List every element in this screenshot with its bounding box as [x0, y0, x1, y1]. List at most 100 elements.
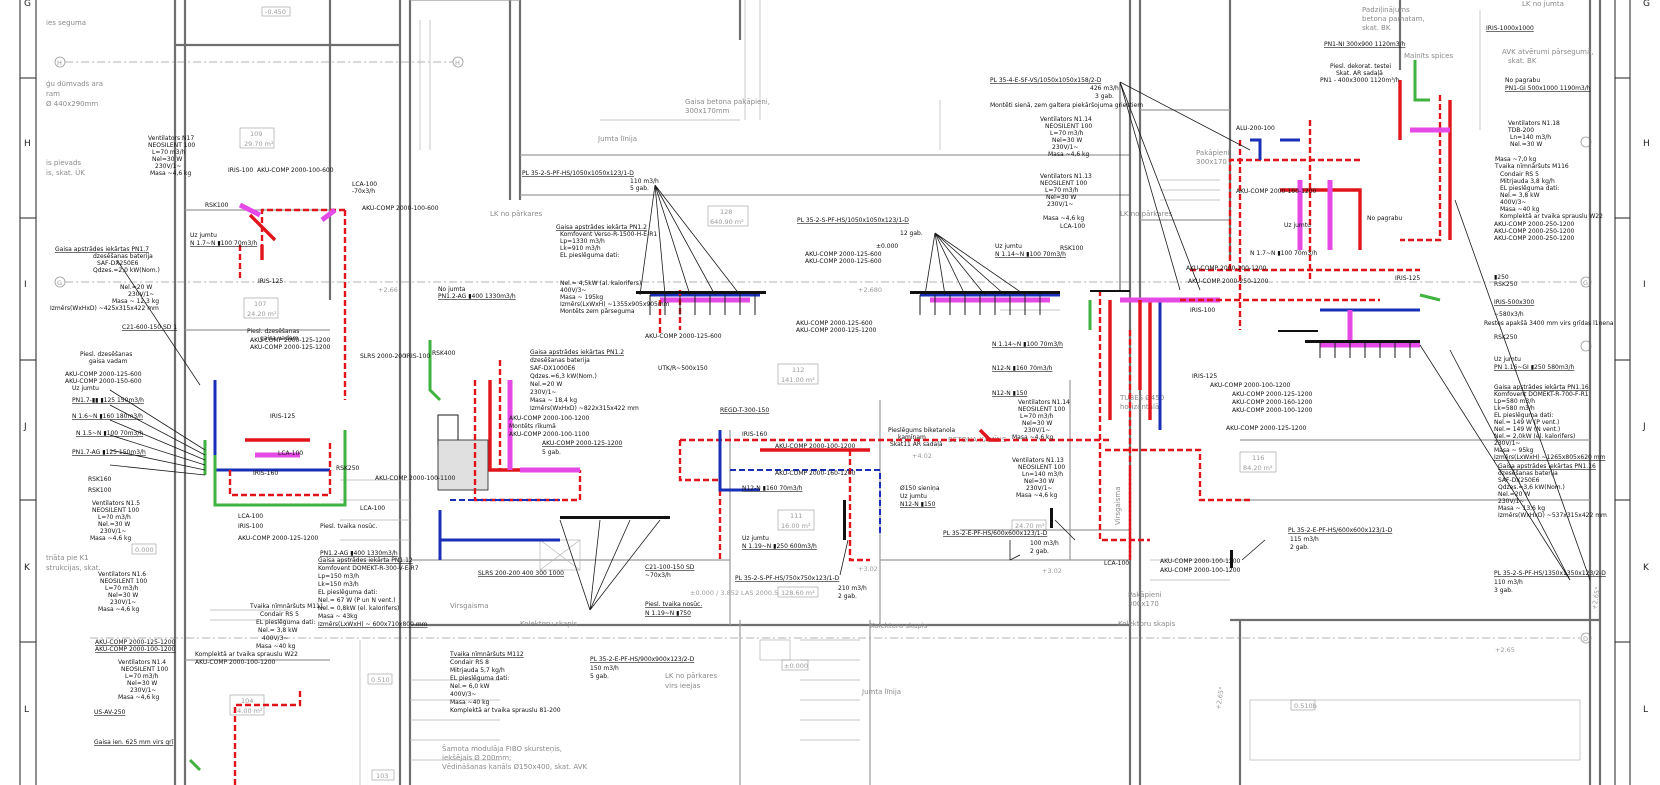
label-n17: N 1.7~N ▮100 70m3/h [190, 240, 257, 247]
label-rsk250-3: RSK250 [1494, 334, 1518, 341]
label-montets: Montēts zem pārseguma [560, 308, 635, 315]
label-pl35-right-g: 3 gab. [1494, 587, 1513, 594]
note-tubes: TUBES Ø450 [1119, 394, 1164, 402]
label-iris100-3: IRIS-100 [238, 523, 263, 530]
grid-row-labels: G H I J K L G H I J K L [20, 0, 1650, 715]
label-230v: 230V/1~ [155, 163, 181, 170]
label-nel45: Nel.= 4,5kW (al. kalorifers) [560, 280, 641, 287]
room-109-number: 109 [250, 130, 262, 138]
label-gaisa-pn116: Gaisa apstrādes iekārta PN1.16 [1494, 384, 1589, 391]
label-n12n: N12-N ▮150 [900, 501, 936, 508]
label-izmers6: Izmērs(LxWxH) ~ 600x710x800 mm [318, 621, 428, 628]
label-tdb: TDB-200 [1507, 127, 1534, 134]
label-uz-jumtu-2: Uz jumtu [72, 385, 99, 392]
label-masa40b: Masa ~40 kg [1500, 206, 1540, 213]
room-104-area: 24.00 m² [233, 707, 263, 715]
label-l180: L=70 m3/h [105, 585, 139, 592]
label-akucomp-160-1200-r: AKU-COMP 2000-160-1200 [1232, 399, 1313, 406]
note-samota-2: iekšējais Ø 200mm; [442, 754, 511, 762]
note-lk-parkares-3: LK no pārkares [665, 672, 718, 680]
label-piesl-tvaika: Piesl. tvaika nosūc. [320, 523, 377, 530]
note-avk: AVK atvērumi pārsegumā, [1502, 48, 1594, 56]
label-uz-jumtu-3: Uz jumtu [900, 493, 927, 500]
level-0510-left: 0.510 [371, 676, 390, 684]
label-masa46-8: Masa ~4,6 kg [1016, 492, 1058, 499]
label-n15n: N 1.5~N ▮100 70m3/h [76, 430, 143, 437]
label-lk580: Lk=580 m3/h [1494, 405, 1535, 412]
label-70x3h: ~70x3/h [645, 572, 671, 579]
label-dzes-bat: dzesēšanas baterija [530, 357, 590, 364]
label-utk: UTK/R~500x150 [658, 365, 708, 372]
note-left-4: is pievads [46, 159, 81, 167]
level-265: +2.65 [1495, 646, 1515, 654]
label-pl35-mid-v: ±0.000 [876, 243, 898, 250]
label-izmers3: Izmērs(WxHxD) ~822x315x422 mm [530, 405, 639, 412]
note-samota: Šamota modulāja FIBO skursteņis, [442, 744, 562, 754]
level-265b: +2.65° [1214, 686, 1226, 710]
label-qdzes36: Qdzes.=3,6 kW(Nom.) [1498, 484, 1565, 491]
room-111-number: 111 [790, 512, 802, 520]
label-masa46-6: Masa ~4,6 kg [118, 694, 160, 701]
label-c21-600: C21-600-150 SD 1 [122, 324, 177, 331]
label-400v-4: 400V/3~ [262, 635, 288, 642]
level-markers: +2.66 +3.02 +3.02 +4.02 +2.65 +2.65° +2.… [378, 286, 1602, 710]
label-el-piesl: EL pieslēguma dati: [560, 252, 619, 259]
label-230v-6: 230V/1~ [1047, 201, 1073, 208]
row-label-k: K [24, 563, 31, 573]
level-0510-right: 0.510b [1294, 702, 1317, 710]
label-pl35-top: PL 35-2-S-PF-HS/1050x1050x123/1-D [522, 170, 634, 177]
label-neosilent-4: NEOSILENT 100 [1040, 180, 1087, 187]
label-slrs: SLRS 200-200 400 300 1000 [478, 570, 564, 577]
label-nel30: Nel=30 W [152, 156, 182, 163]
label-montet-sienaa: Montēti sienā, zem galtera piekāršojuma … [990, 102, 1143, 109]
level-0000-left: 0.000 [135, 546, 154, 554]
label-pl35-right: PL 35-2-S-PF-HS/1350x1350x123/2-D [1494, 570, 1606, 577]
label-mitrums: Mitrjauda 5,7 kg/h [450, 667, 505, 674]
label-alu200: ALU-200-100 [1236, 125, 1275, 132]
label-nel30-7: Nel=30 W [1022, 420, 1052, 427]
row-label-k-right: K [1643, 563, 1650, 573]
label-akucomp-150-600: AKU-COMP 2000-150-600 [65, 378, 142, 385]
label-akucomp-250-1200c: AKU-COMP 2000-250-1200 [1494, 228, 1575, 235]
note-kolektoru-2: Kolektoru skapis [870, 622, 928, 630]
label-pn17: PN1.7-▮▮ ▮125 150m3/h [72, 397, 144, 404]
note-virsgaisma: Virsgaisma [450, 602, 489, 610]
label-condair-rs5: Condair RS 5 [260, 611, 299, 618]
label-l140: Ln=140 m3/h [1510, 134, 1551, 141]
label-masa195: Masa ~ 195kg [560, 294, 603, 301]
label-condair5: Condair RS 5 [1500, 171, 1539, 178]
room-109-area: 29.70 m² [244, 140, 274, 148]
note-pakapieni: Pakāpieni [1196, 149, 1230, 157]
label-pn1gl: PN1-GI 500x1000 1190m3/h [1505, 85, 1591, 92]
label-pl35-e-g: 5 gab. [590, 673, 609, 680]
label-pn1-400: PN1 - 400x3000 1120m³/h [1320, 77, 1400, 84]
label-rsk100: RSK100 [205, 202, 229, 209]
label-230v-8: 230V/1~ [1498, 498, 1524, 505]
label-lca100-4: LCA-100 [360, 505, 385, 512]
label-saf-dx1000: SAF-DX1000E6 [530, 365, 575, 372]
label-akucomp-100-1200-c: AKU-COMP 2000-100-1200 [775, 443, 856, 450]
label-izmers5: Izmērs(WxHxD) ~537x315x422 mm [1498, 512, 1607, 519]
label-piesl-biketanola: Pieslēgums biketanola [888, 427, 955, 434]
label-neosilent-2: NEOSILENT 100 [92, 507, 139, 514]
label-nel30-4: Nel=30 W [1046, 194, 1076, 201]
label-qdzes63: Qdzes.=6,3 kW(Nom.) [530, 373, 597, 380]
label-akucomp-250-1200d: AKU-COMP 2000-250-1200 [1494, 235, 1575, 242]
note-jumta-linija: Jumta līnija [597, 135, 637, 143]
level-2680: +2.680 [858, 286, 882, 294]
label-akucomp-160-1200b: AKU-COMP 2000-160-1200 [1236, 188, 1317, 195]
label-400v-3: 400V/3~ [1500, 199, 1526, 206]
label-l140-2: Ln=140 m3/h [1022, 471, 1063, 478]
label-iris125-2: IRIS-125 [270, 413, 295, 420]
label-rsk100-b: RSK100 [1060, 245, 1084, 252]
label-masa136: Masa ~ 13,6 kg [1498, 505, 1545, 512]
label-pn12: PN1.2-AG ▮400 1330m3/h [320, 550, 398, 557]
note-kolektoru-1: Kolektoru skapis [520, 620, 578, 628]
note-lk-no-jumta: LK no jumta [1522, 0, 1564, 8]
label-masa46: Masa ~4,6 kg [150, 170, 192, 177]
label-masa40: Masa ~40 kg [450, 699, 490, 706]
label-vent-n114: Ventilators N1.14 [1040, 116, 1092, 123]
label-akucomp-160-1200: AKU-COMP 2000-160-1200 [775, 470, 856, 477]
label-kamtnam: kamīnam [898, 434, 926, 441]
label-n114n-2: N 1.14~N ▮100 70m3/h [992, 341, 1063, 348]
